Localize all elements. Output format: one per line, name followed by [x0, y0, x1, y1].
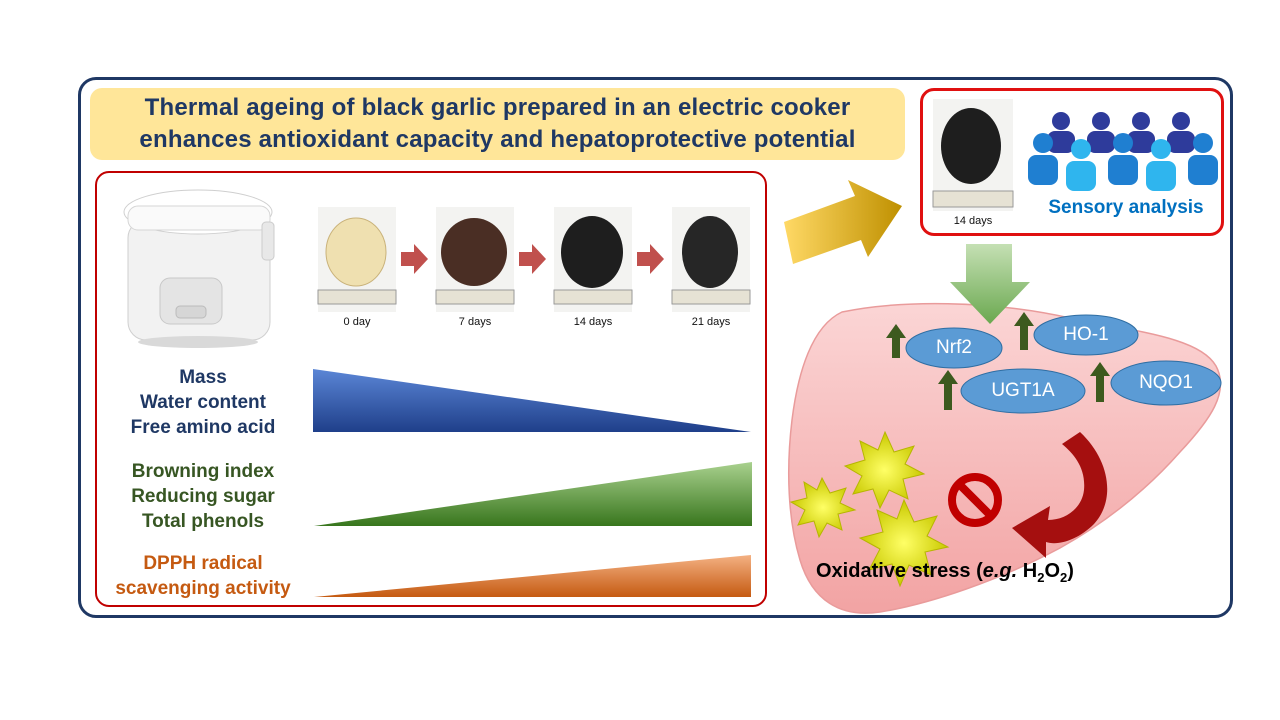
oxidative-stress-label: Oxidative stress (e.g. H2O2) [816, 560, 1136, 585]
sensory-analysis-label: Sensory analysis [1048, 197, 1204, 218]
oxidative-stress-bursts [789, 430, 950, 588]
node-ho1 [1033, 314, 1139, 356]
sensory-graphics [932, 99, 1218, 211]
increasing-labels: Browning index Reducing sugar Total phen… [100, 459, 306, 534]
day-label-14: 14 days [573, 316, 613, 328]
label-browning-index: Browning index [131, 461, 275, 482]
node-label-ugt1a: UGT1A [991, 380, 1055, 401]
stress-sub-2: 2 [1060, 570, 1068, 585]
sensory-panel: 14 days Sensory analysis [920, 88, 1224, 236]
label-scavenging-activity: scavenging activity [115, 578, 291, 599]
node-ugt1a [960, 368, 1086, 414]
green-down-arrow [950, 244, 1030, 324]
garlic-photo-strip [317, 207, 751, 312]
title-line-1: Thermal ageing of black garlic prepared … [144, 94, 851, 121]
node-nrf2 [905, 327, 1003, 369]
node-nqo1 [1110, 360, 1222, 406]
stress-h: H [1022, 560, 1038, 582]
timeline-arrows [401, 244, 664, 274]
sensory-photo-label: 14 days [953, 215, 993, 227]
day-label-21: 21 days [691, 316, 731, 328]
dpph-trend-triangle [314, 555, 751, 597]
node-label-nqo1: NQO1 [1139, 372, 1193, 393]
outer-frame [78, 77, 1233, 618]
rice-cooker-illustration [123, 189, 275, 348]
label-dpph-radical: DPPH radical [143, 553, 263, 574]
decreasing-trend-triangle [313, 369, 751, 432]
label-total-phenols: Total phenols [141, 511, 265, 532]
stress-o: O [1044, 560, 1061, 582]
node-label-ho1: HO-1 [1063, 324, 1109, 345]
gold-arrow [784, 180, 902, 264]
stress-sub-1: 2 [1037, 570, 1045, 585]
inhibition-curved-arrow [1012, 432, 1108, 558]
process-panel [95, 171, 767, 607]
up-arrows [886, 312, 1110, 410]
label-free-amino-acid: Free amino acid [130, 417, 276, 438]
title-banner: Thermal ageing of black garlic prepared … [90, 88, 905, 160]
day-label-7: 7 days [458, 316, 492, 328]
label-reducing-sugar: Reducing sugar [131, 486, 275, 507]
stress-prefix: Oxidative stress ( [816, 560, 983, 582]
pathway-nodes [905, 314, 1222, 414]
day-label-0: 0 day [343, 316, 371, 328]
stress-suffix: ) [1067, 560, 1074, 582]
increasing-trend-triangle [314, 462, 752, 526]
decreasing-labels: Mass Water content Free amino acid [100, 365, 306, 440]
node-label-nrf2: Nrf2 [936, 337, 972, 358]
people-group-icon [1028, 112, 1218, 191]
stress-eg: e.g. [982, 560, 1018, 582]
label-water-content: Water content [140, 392, 266, 413]
prohibition-icon [948, 473, 1002, 527]
label-mass: Mass [179, 367, 227, 388]
title-line-2: enhances antioxidant capacity and hepato… [139, 126, 856, 153]
dpph-labels: DPPH radical scavenging activity [100, 551, 306, 601]
